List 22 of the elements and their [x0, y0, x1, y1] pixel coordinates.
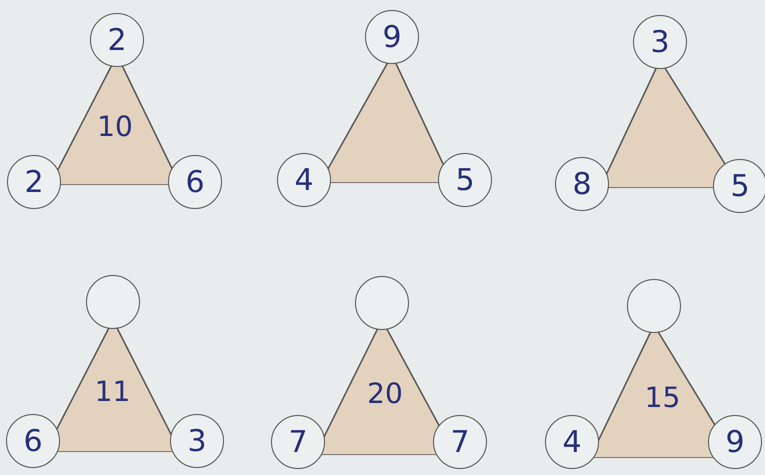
number-circle: 5: [713, 159, 765, 213]
number-circle: 8: [555, 157, 609, 211]
number-circle: 4: [545, 415, 599, 469]
number-circle: 3: [633, 15, 687, 69]
number-circle: 5: [438, 153, 492, 207]
number-circle: 3: [170, 414, 224, 468]
number-circle: 7: [433, 415, 487, 469]
number-circle: 4: [277, 153, 331, 207]
sum-number: 11: [94, 375, 132, 408]
sum-number: 20: [366, 376, 404, 410]
number-circle: 2: [90, 13, 144, 67]
empty-circle: [627, 279, 681, 333]
number-circle: 7: [271, 415, 325, 469]
number-circle: 9: [708, 415, 762, 469]
sum-number: 10: [96, 110, 134, 143]
number-circle: 9: [365, 10, 419, 64]
sum-number: 15: [644, 380, 682, 414]
empty-circle: [355, 276, 409, 330]
empty-circle: [86, 275, 140, 329]
number-circle: 6: [6, 414, 60, 468]
number-circle: 2: [7, 155, 61, 209]
number-circle: 6: [168, 155, 222, 209]
